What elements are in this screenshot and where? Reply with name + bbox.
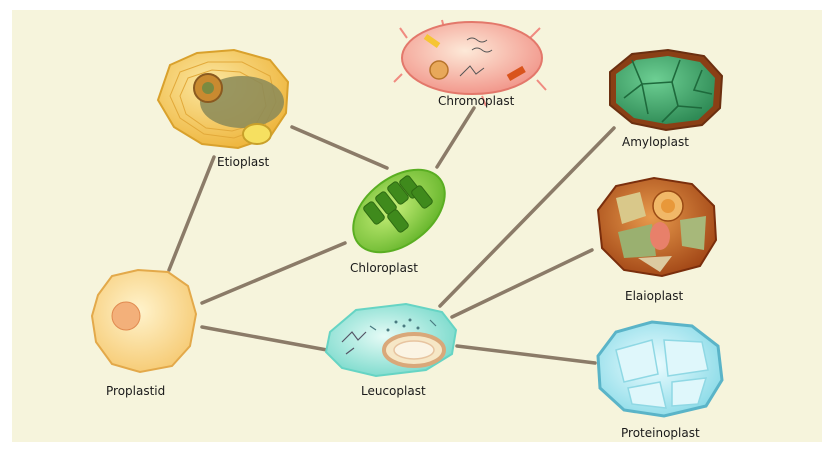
amyloplast-label: Amyloplast <box>622 135 689 149</box>
edge-proplastid-etioplast <box>167 155 216 272</box>
elaioplast-label: Elaioplast <box>625 289 684 303</box>
edge-etioplast-chloroplast <box>290 125 389 170</box>
connector-group <box>167 106 616 365</box>
elaioplast-shape <box>596 176 718 278</box>
edge-chloroplast-chromoplast <box>435 106 476 169</box>
plastid-diagram: Etioplast Chromoplast Amyloplast Chlorop… <box>90 19 724 440</box>
edge-leucoplast-proteinoplast <box>455 344 597 365</box>
etioplast-label: Etioplast <box>217 155 270 169</box>
chloroplast-shape <box>352 168 446 254</box>
edge-proplastid-leucoplast <box>200 325 329 352</box>
leucoplast-label: Leucoplast <box>361 384 426 398</box>
proteinoplast-shape <box>596 320 724 418</box>
amyloplast-shape <box>609 48 724 132</box>
diagram-canvas: Etioplast Chromoplast Amyloplast Chlorop… <box>12 10 822 442</box>
proteinoplast-label: Proteinoplast <box>621 426 700 440</box>
chromoplast-shape <box>393 19 547 107</box>
proplastid-shape <box>90 268 198 374</box>
chromoplast-label: Chromoplast <box>438 94 515 108</box>
edge-leucoplast-elaioplast <box>450 248 594 319</box>
leucoplast-shape <box>324 302 458 378</box>
chloroplast-label: Chloroplast <box>350 261 418 275</box>
etioplast-shape <box>156 48 290 150</box>
edge-leucoplast-amyloplast <box>438 126 616 308</box>
proplastid-label: Proplastid <box>106 384 165 398</box>
edge-proplastid-chloroplast <box>200 241 347 305</box>
